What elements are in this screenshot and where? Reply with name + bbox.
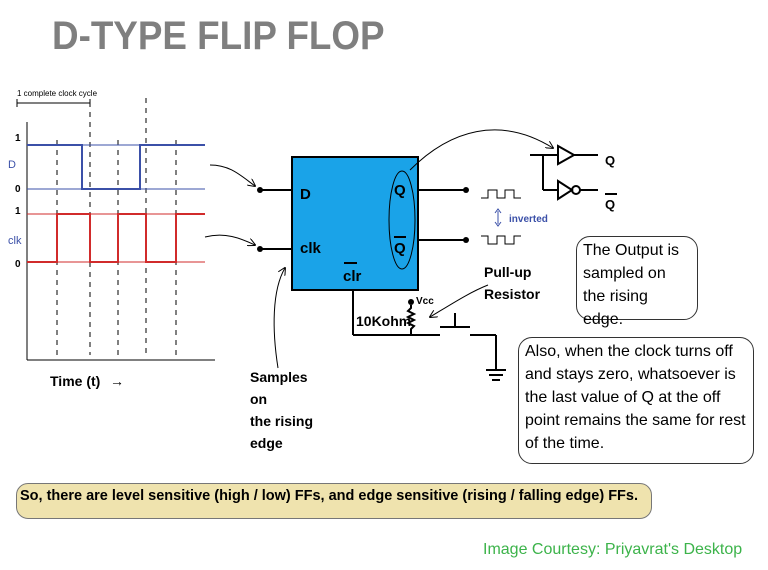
output-ellipse-arrow — [409, 129, 553, 171]
inverted-indicator — [494, 208, 502, 227]
clk-input-arrow — [204, 234, 255, 245]
image-courtesy: Image Courtesy: Priyavrat's Desktop — [483, 541, 743, 558]
ff-clr-pin: clr — [343, 268, 362, 285]
ff-q-pin: Q — [394, 182, 406, 199]
samples-line3: the rising — [250, 413, 313, 429]
flip-flop-block: D clk Q Q clr — [257, 156, 469, 291]
pullup-label-line1: Pull-up — [484, 264, 531, 280]
pull-up-circuit — [352, 290, 506, 381]
d-waveform — [27, 144, 205, 190]
clk-waveform — [27, 213, 205, 263]
time-label: Time (t) — [50, 373, 100, 389]
clk-high-tick: 1 — [15, 206, 21, 217]
summary-banner: So, there are level sensitive (high / lo… — [16, 483, 652, 519]
clk-signal-label: clk — [8, 235, 22, 247]
d-input-arrow — [209, 164, 255, 186]
pullup-arrow — [430, 284, 489, 317]
time-arrow-icon: → — [110, 373, 124, 389]
inverter-qbar-label: Q — [605, 197, 615, 212]
page-title: D-TYPE FLIP FLOP — [52, 14, 385, 58]
samples-line1: Samples — [250, 369, 308, 385]
vcc-label: Vcc — [416, 296, 434, 307]
ff-qbar-pin: Q — [394, 240, 406, 257]
clk-low-tick: 0 — [15, 259, 21, 270]
d-high-tick: 1 — [15, 133, 21, 144]
samples-line4: edge — [250, 435, 283, 451]
timing-diagram: 1 complete clock cycle D clk 1 0 1 0 Tim… — [8, 89, 215, 389]
ff-d-pin: D — [300, 186, 311, 203]
samples-line2: on — [250, 391, 267, 407]
qbar-output-waveform — [481, 235, 521, 245]
ff-clk-pin: clk — [300, 240, 322, 257]
inverted-label: inverted — [509, 214, 548, 225]
buffer-q-label: Q — [605, 153, 615, 168]
d-low-tick: 0 — [15, 184, 21, 195]
flip-flop-box — [291, 156, 419, 291]
resistor-value-label: 10Kohm — [356, 313, 411, 329]
pullup-label-line2: Resistor — [484, 286, 541, 302]
clock-edge-guides — [56, 98, 177, 355]
d-signal-label: D — [8, 159, 16, 171]
output-highlight-ellipse — [388, 170, 416, 270]
buffer-inverter-symbol — [530, 144, 598, 201]
q-output-waveform — [481, 189, 521, 199]
samples-arrow — [273, 268, 285, 369]
cycle-label: 1 complete clock cycle — [17, 89, 98, 98]
clock-off-note: Also, when the clock turns off and stays… — [518, 337, 754, 464]
output-sampled-note: The Output is sampled on the rising edge… — [576, 236, 698, 328]
